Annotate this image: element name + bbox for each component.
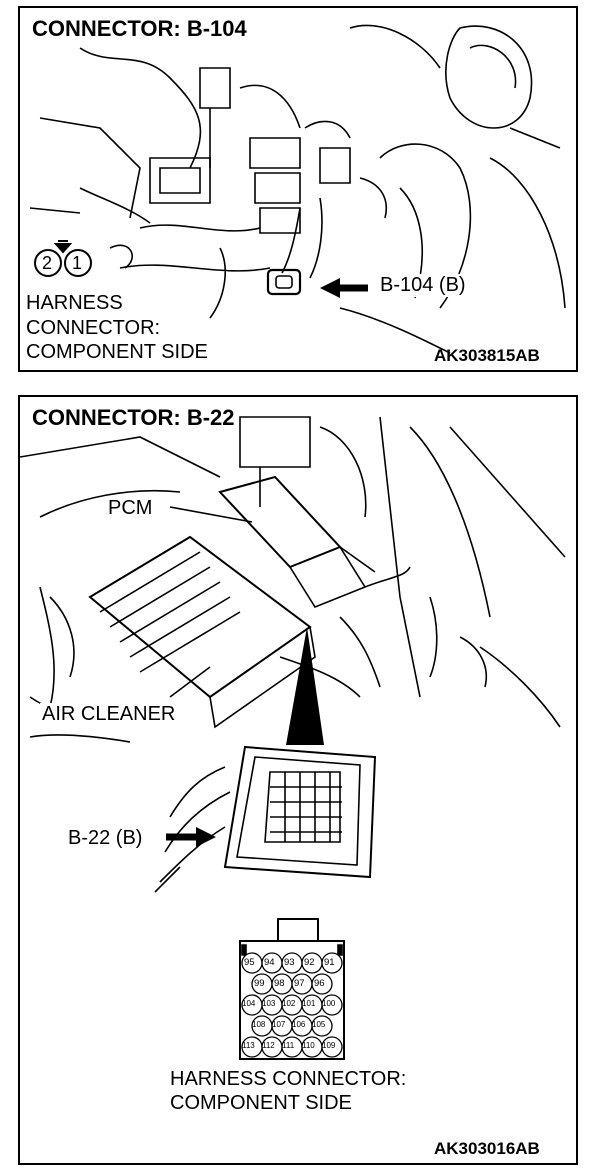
pin-number: 101	[302, 999, 316, 1008]
pin-number: 99	[254, 978, 265, 989]
connector-title: CONNECTOR: B-104	[28, 16, 251, 42]
engine-bay-illustration-b22	[20, 416, 566, 1060]
engine-bay-illustration-b104	[29, 24, 566, 354]
pin-number: 102	[282, 999, 296, 1008]
pin-number: 100	[322, 999, 336, 1008]
pin-number: 107	[272, 1020, 286, 1029]
harness-label-line: CONNECTOR:	[24, 317, 163, 340]
connector-callout: B-22 (B)	[66, 827, 145, 850]
pin-number: 97	[294, 978, 305, 989]
harness-label-line: COMPONENT SIDE	[168, 1092, 354, 1115]
pcm-label: PCM	[106, 497, 155, 520]
pin-number: 105	[312, 1020, 326, 1029]
harness-label-line: HARNESS CONNECTOR:	[168, 1068, 409, 1091]
pin-number: 91	[324, 957, 335, 968]
pin-number: 110	[302, 1041, 315, 1050]
pin-number: 94	[264, 957, 275, 968]
pin-number: 108	[252, 1020, 266, 1029]
pin-number: 113	[242, 1041, 255, 1050]
pin-number: 92	[304, 957, 315, 968]
pin-number: 111	[282, 1041, 295, 1050]
air-cleaner-label: AIR CLEANER	[40, 703, 178, 726]
pin-number: 106	[292, 1020, 306, 1029]
pin-number: 104	[242, 999, 256, 1008]
figure-code: AK303016AB	[434, 1139, 540, 1158]
pin-number: 96	[314, 978, 325, 989]
connector-b22-panel: CONNECTOR: B-22 PCM AIR CLEANER B-22 (B)…	[18, 395, 578, 1165]
pin-number: 112	[262, 1041, 275, 1050]
pin-number: 109	[322, 1041, 336, 1050]
pin-number: 103	[262, 999, 276, 1008]
pin-label: 2	[42, 253, 53, 273]
harness-label-line: HARNESS	[24, 292, 125, 315]
pin-number: 98	[274, 978, 285, 989]
pin-number: 95	[244, 957, 255, 968]
pin-number: 93	[284, 957, 295, 968]
connector-callout: B-104 (B)	[378, 274, 468, 297]
connector-b104-panel: CONNECTOR: B-104 2 1 B-104 (B) HARNESS C…	[18, 6, 578, 372]
figure-code: AK303815AB	[434, 346, 540, 365]
connector-title: CONNECTOR: B-22	[28, 405, 239, 431]
pin-label: 1	[72, 253, 83, 273]
harness-label-line: COMPONENT SIDE	[24, 341, 210, 364]
